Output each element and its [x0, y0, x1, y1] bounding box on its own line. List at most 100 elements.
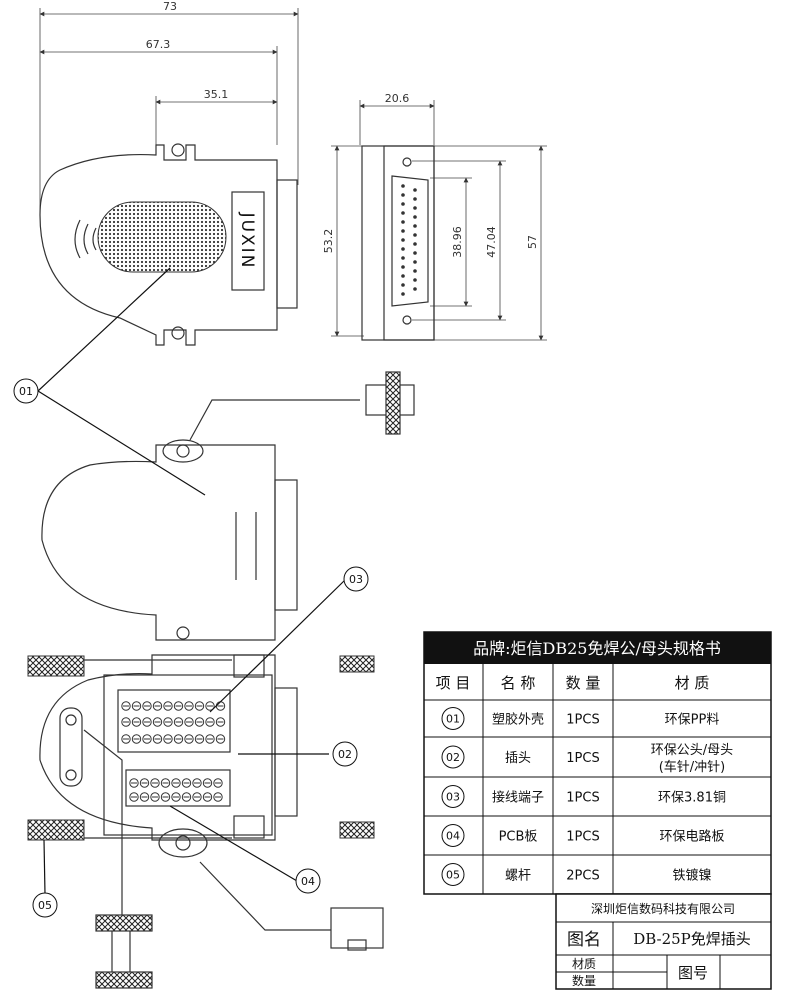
assembly-view	[39, 654, 298, 858]
callout-marker: 03	[343, 566, 369, 592]
callout-marker: 02	[332, 741, 358, 767]
company-name: 深圳炬信数码科技有限公司	[591, 901, 735, 916]
row-number-circle	[441, 745, 465, 769]
pin-dot	[413, 233, 417, 237]
row-material: 环保电路板	[659, 829, 724, 845]
row-number-circle	[441, 785, 465, 808]
title-block: 深圳炬信数码科技有限公司 图名 DB-25P免焊插头 材质 数量 图号	[555, 893, 772, 990]
row-name: PCB板	[499, 830, 538, 845]
dim-shell-width: 35.1	[204, 88, 229, 101]
screw-detail	[189, 371, 415, 441]
row-name: 接线端子	[492, 790, 544, 806]
row-number: 02	[446, 751, 460, 764]
callout-02: 02	[338, 748, 352, 761]
table-row: 01 塑胶外壳 1PCS 环保PP料	[441, 707, 720, 730]
pin-dot	[413, 260, 417, 264]
pin-dot	[401, 274, 405, 278]
pin-dot	[401, 256, 405, 260]
table-row: 02 插头 1PCS 环保公头/母头(车针/冲针)	[441, 743, 733, 775]
pin-dot	[401, 292, 405, 296]
pin-dot	[413, 251, 417, 255]
nut-top	[339, 655, 375, 673]
row-name: 螺杆	[505, 869, 531, 884]
row-number: 03	[446, 791, 460, 804]
pin-dot	[413, 278, 417, 282]
pin-dot	[413, 206, 417, 210]
spec-table-title: 品牌:炬信DB25免焊公/母头规格书	[473, 639, 721, 658]
callout-01: 01	[19, 385, 33, 398]
row-qty: 2PCS	[566, 869, 599, 884]
row-qty: 1PCS	[566, 713, 599, 728]
pin-dot	[401, 202, 405, 206]
header-name: 名 称	[501, 674, 536, 692]
row-material: 铁镀镍	[672, 868, 711, 884]
pin-dot	[401, 220, 405, 224]
side-view-pins	[401, 184, 417, 296]
row-number-circle	[441, 863, 465, 886]
pin-dot	[401, 265, 405, 269]
brand-mark: JUXIN	[237, 212, 257, 270]
material-label: 材质	[572, 957, 596, 971]
drawing-name: DB-25P免焊插头	[633, 930, 751, 948]
row-qty: 1PCS	[566, 830, 599, 845]
row-qty: 1PCS	[566, 751, 599, 766]
callout-marker: 05	[32, 892, 58, 918]
row-number: 01	[446, 713, 460, 726]
row-material: 环保3.81铜	[658, 791, 726, 806]
row-name: 插头	[505, 751, 531, 766]
screw-knurl-top	[27, 655, 85, 677]
header-item: 项 目	[436, 674, 471, 692]
row-material-note: (车针/冲针)	[659, 759, 726, 775]
dim-mount-span: 47.04	[485, 226, 498, 258]
callout-marker: 01	[13, 378, 39, 404]
terminal-block-lower	[129, 778, 223, 802]
row-material: 环保PP料	[665, 713, 720, 728]
screw-knurl-bottom	[27, 819, 85, 841]
pin-dot	[413, 269, 417, 273]
dim-pin-span: 38.96	[451, 226, 464, 258]
quantity-label: 数量	[572, 973, 596, 988]
spec-table-rows: 01 塑胶外壳 1PCS 环保PP料 02 插头 1PCS 环保公头/母头(车针/冲针) 03 接…	[441, 707, 733, 886]
row-name: 塑胶外壳	[492, 712, 544, 728]
pin-dot	[413, 287, 417, 291]
row-number-circle	[441, 707, 465, 730]
callout-03: 03	[349, 573, 363, 586]
pin-dot	[413, 188, 417, 192]
pin-dot	[401, 184, 405, 188]
callout-05: 05	[38, 899, 52, 912]
spec-table-title-bar	[424, 632, 771, 664]
pin-dot	[401, 193, 405, 197]
table-row: 03 接线端子 1PCS 环保3.81铜	[441, 785, 726, 808]
header-qty: 数 量	[566, 674, 601, 692]
dimension-lines	[39, 8, 547, 341]
dim-body-width: 67.3	[146, 38, 171, 51]
dim-side-height: 53.2	[322, 229, 335, 254]
pin-dot	[401, 211, 405, 215]
row-material: 环保公头/母头	[651, 743, 733, 758]
pin-dot	[413, 242, 417, 246]
table-row: 04 PCB板 1PCS 环保电路板	[441, 824, 725, 847]
side-view	[361, 145, 435, 341]
dim-overall-width: 73	[163, 0, 177, 13]
pin-dot	[401, 247, 405, 251]
pin-dot	[401, 238, 405, 242]
pin-dot	[413, 215, 417, 219]
dim-total-height: 57	[526, 235, 539, 249]
row-number: 04	[446, 830, 460, 843]
terminal-block-upper	[121, 701, 226, 744]
bottom-details	[83, 729, 384, 989]
callout-leaders	[37, 267, 346, 895]
callout-04: 04	[301, 875, 315, 888]
drawing-name-label: 图名	[567, 930, 601, 950]
row-number-circle	[441, 824, 465, 847]
pin-dot	[413, 224, 417, 228]
nut-bottom	[339, 821, 375, 839]
front-view-shell	[39, 143, 298, 346]
pin-dot	[401, 229, 405, 233]
pin-dot	[401, 283, 405, 287]
row-qty: 1PCS	[566, 791, 599, 806]
callout-marker: 04	[295, 868, 321, 894]
header-material: 材 质	[675, 674, 710, 692]
